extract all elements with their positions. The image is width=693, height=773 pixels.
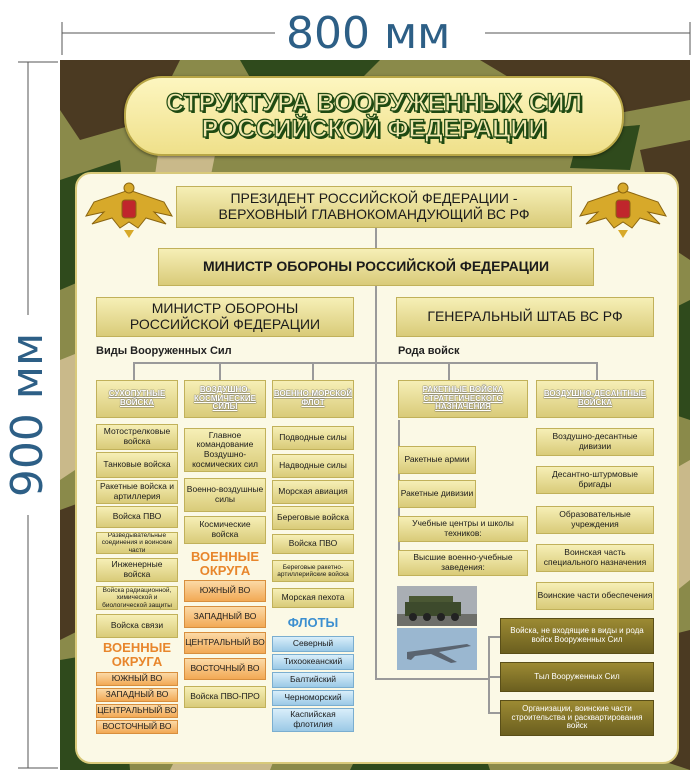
navy-item: Морская авиация	[272, 480, 354, 504]
aero-item: Космические войска	[184, 516, 266, 544]
connector-line	[488, 676, 500, 678]
airborne-item: Образовательные учреждения	[536, 506, 654, 534]
title-line-1: СТРУКТУРА ВООРУЖЕННЫХ СИЛ	[165, 89, 583, 117]
roda-label: Рода войск	[398, 345, 460, 357]
land-item: Инженерные войска	[96, 558, 178, 582]
logistics-box: Тыл Вооруженных Сил	[500, 662, 654, 692]
missile-item: Высшие военно-учебные заведения:	[398, 550, 528, 576]
connector-line	[219, 362, 221, 380]
navy-item: Подводные силы	[272, 426, 354, 450]
airborne-item: Воздушно-десантные дивизии	[536, 428, 654, 456]
land-districts-title: ВОЕННЫЕ ОКРУГА	[102, 640, 172, 669]
width-label: 800 мм	[286, 8, 451, 59]
navy-item: Береговые войска	[272, 506, 354, 530]
president-box: ПРЕЗИДЕНТ РОССИЙСКОЙ ФЕДЕРАЦИИ - ВЕРХОВН…	[176, 186, 572, 228]
airborne-item: Воинские части обеспечения	[536, 582, 654, 610]
connector-line	[448, 362, 450, 380]
district-item: ЮЖНЫЙ ВО	[96, 672, 178, 686]
land-item: Войска радиационной, химической и биолог…	[96, 586, 178, 610]
poster-title: СТРУКТУРА ВООРУЖЕННЫХ СИЛ РОССИЙСКОЙ ФЕД…	[124, 76, 624, 156]
navy-item: Береговые ракетно-артиллерийские войска	[272, 560, 354, 582]
fleet-item: Каспийская флотилия	[272, 708, 354, 732]
vidy-label: Виды Вооруженных Сил	[96, 345, 232, 357]
land-forces-header: СУХОПУТНЫЕ ВОЙСКА	[96, 380, 178, 418]
land-item: Ракетные войска и артиллерия	[96, 480, 178, 504]
district-item: ЗАПАДНЫЙ ВО	[184, 606, 266, 628]
airborne-forces-header: ВОЗДУШНО-ДЕСАНТНЫЕ ВОЙСКА	[536, 380, 654, 418]
missile-forces-header: РАКЕТНЫЕ ВОЙСКА СТРАТЕГИЧЕСКОГО НАЗНАЧЕН…	[398, 380, 528, 418]
minister-left-line-2: РОССИЙСКОЙ ФЕДЕРАЦИИ	[129, 316, 321, 332]
president-line-1: ПРЕЗИДЕНТ РОССИЙСКОЙ ФЕДЕРАЦИИ -	[230, 190, 518, 207]
land-item: Войска связи	[96, 614, 178, 638]
missile-item: Ракетные армии	[398, 446, 476, 474]
district-item: ЦЕНТРАЛЬНЫЙ ВО	[184, 632, 266, 654]
district-item: ЗАПАДНЫЙ ВО	[96, 688, 178, 702]
connector-line	[488, 636, 500, 638]
connector-line	[312, 362, 314, 380]
aero-districts-title: ВОЕННЫЕ ОКРУГА	[190, 549, 260, 578]
aero-item: Главное командование Воздушно-космически…	[184, 428, 266, 472]
fleet-item: Черноморский	[272, 690, 354, 706]
district-item: ЦЕНТРАЛЬНЫЙ ВО	[96, 704, 178, 718]
missile-item: Учебные центры и школы техников:	[398, 516, 528, 542]
land-item: Разведывательные соединения и воинские ч…	[96, 532, 178, 554]
aerospace-forces-header: ВОЗДУШНО-КОСМИЧЕСКИЕ СИЛЫ	[184, 380, 266, 418]
district-item: ВОСТОЧНЫЙ ВО	[96, 720, 178, 734]
connector-line	[596, 362, 598, 380]
minister-left-box: МИНИСТР ОБОРОНЫ РОССИЙСКОЙ ФЕДЕРАЦИИ	[96, 297, 354, 337]
connector-line	[375, 286, 377, 680]
land-item: Танковые войска	[96, 452, 178, 478]
district-item: ВОСТОЧНЫЙ ВО	[184, 658, 266, 680]
president-line-2: ВЕРХОВНЫЙ ГЛАВНОКОМАНДУЮЩИЙ ВС РФ	[218, 206, 530, 222]
connector-line	[375, 678, 488, 680]
airborne-item: Десантно-штурмовые бригады	[536, 466, 654, 494]
fleet-item: Тихоокеанский	[272, 654, 354, 670]
missile-item: Ракетные дивизии	[398, 480, 476, 508]
fleet-item: Северный	[272, 636, 354, 652]
land-item: Войска ПВО	[96, 506, 178, 528]
navy-item: Войска ПВО	[272, 534, 354, 554]
height-label: 900 мм	[2, 332, 53, 498]
eagle-emblem-icon	[579, 182, 667, 238]
navy-header: ВОЕННО-МОРСКОЙ ФЛОТ	[272, 380, 354, 418]
land-item: Мотострелковые войска	[96, 424, 178, 450]
title-line-2: РОССИЙСКОЙ ФЕДЕРАЦИИ	[201, 115, 547, 143]
missile-launcher-photo	[397, 586, 477, 626]
connector-line	[133, 362, 598, 364]
aero-item: Войска ПВО-ПРО	[184, 686, 266, 708]
airborne-item: Воинская часть специального назначения	[536, 544, 654, 572]
fleets-title: ФЛОТЫ	[287, 615, 339, 630]
connector-line	[133, 362, 135, 380]
eagle-emblem-icon	[85, 182, 173, 238]
width-dimension-line	[61, 22, 691, 55]
minister-box: МИНИСТР ОБОРОНЫ РОССИЙСКОЙ ФЕДЕРАЦИИ	[158, 248, 594, 286]
construction-organizations-box: Организации, воинские части строительств…	[500, 700, 654, 736]
connector-line	[488, 636, 490, 712]
connector-line	[488, 712, 500, 714]
minister-left-line-1: МИНИСТР ОБОРОНЫ	[151, 300, 299, 317]
navy-item: Надводные силы	[272, 454, 354, 478]
connector-line	[375, 228, 377, 248]
fighter-jet-photo	[397, 628, 477, 670]
navy-item: Морская пехота	[272, 588, 354, 608]
general-staff-box: ГЕНЕРАЛЬНЫЙ ШТАБ ВС РФ	[396, 297, 654, 337]
height-dimension-line	[18, 61, 58, 769]
non-branch-forces-box: Войска, не входящие в виды и рода войск …	[500, 618, 654, 654]
district-item: ЮЖНЫЙ ВО	[184, 580, 266, 602]
aero-item: Военно-воздушные силы	[184, 478, 266, 512]
fleet-item: Балтийский	[272, 672, 354, 688]
